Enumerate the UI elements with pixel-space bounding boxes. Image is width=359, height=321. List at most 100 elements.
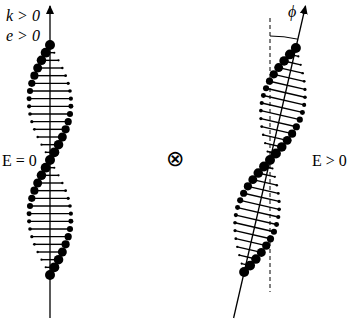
- molecule-end: [288, 130, 296, 138]
- molecule-bar: [262, 103, 303, 112]
- molecule-end: [58, 248, 67, 257]
- molecule-end: [68, 104, 73, 109]
- molecule-bar: [30, 228, 70, 229]
- molecule-bar: [261, 111, 300, 120]
- molecule-bar: [30, 205, 70, 206]
- molecule-bar: [240, 200, 279, 209]
- molecule-bar: [34, 129, 65, 130]
- molecule-end: [277, 192, 280, 195]
- molecule-end: [27, 88, 33, 94]
- molecule-bar: [244, 193, 279, 201]
- molecule-end: [28, 112, 32, 116]
- molecule-end: [303, 95, 307, 99]
- molecule-end: [261, 93, 266, 98]
- molecule-end: [27, 211, 32, 216]
- molecule-end: [271, 229, 277, 235]
- molecule-end: [260, 101, 264, 105]
- molecule-bar: [29, 98, 71, 99]
- molecule-end: [67, 82, 70, 85]
- molecule-end: [234, 213, 238, 217]
- molecule-end: [40, 144, 42, 146]
- molecule-end: [303, 88, 306, 91]
- molecule-end: [61, 182, 63, 184]
- molecule-end: [69, 97, 73, 101]
- molecule-end: [266, 78, 273, 85]
- molecule-end: [68, 89, 72, 93]
- molecule-end: [40, 259, 42, 261]
- molecule-bar: [235, 223, 274, 232]
- molecule-end: [260, 125, 263, 128]
- molecule-end: [274, 222, 279, 227]
- molecule-bar: [263, 96, 304, 105]
- molecule-end: [262, 242, 270, 250]
- molecule-end: [302, 103, 306, 107]
- molecule-end: [68, 204, 72, 208]
- molecule-end: [240, 190, 247, 197]
- molecule-end: [67, 226, 73, 232]
- molecule-bar: [274, 74, 304, 81]
- molecule-end: [64, 74, 67, 77]
- molecule-end: [69, 212, 73, 216]
- molecule-bar: [34, 190, 65, 191]
- molecule-end: [237, 197, 243, 203]
- parameter-label: e > 0: [6, 28, 40, 44]
- molecule-end: [30, 235, 33, 238]
- molecule-bar: [32, 198, 68, 199]
- molecule-end: [266, 151, 268, 153]
- molecule-bar: [270, 81, 305, 89]
- molecule-bar: [32, 121, 68, 122]
- molecule-end: [267, 235, 274, 242]
- molecule-end: [274, 176, 276, 178]
- molecule-end: [53, 167, 55, 169]
- molecule-end: [259, 117, 262, 120]
- molecule-end: [264, 142, 266, 144]
- molecule-end: [57, 59, 59, 61]
- molecule-bar: [32, 83, 68, 84]
- molecule-end: [62, 240, 70, 248]
- angle-arc: [270, 36, 298, 39]
- molecule-bar: [30, 113, 70, 114]
- molecule-end: [62, 125, 70, 133]
- molecule-end: [233, 229, 236, 232]
- molecule-end: [238, 254, 240, 256]
- molecule-end: [236, 246, 238, 248]
- molecule-end: [45, 151, 47, 153]
- molecule-end: [30, 120, 33, 123]
- molecule-end: [33, 243, 36, 246]
- molecule-end: [61, 67, 63, 69]
- parameter-label: k > 0: [6, 8, 40, 24]
- molecule-end: [293, 123, 300, 130]
- molecule-end: [297, 55, 299, 57]
- molecule-bar: [238, 208, 279, 217]
- molecule-end: [33, 128, 36, 131]
- molecule-end: [36, 136, 38, 138]
- molecule-bar: [29, 221, 71, 222]
- molecule-end: [27, 104, 31, 108]
- molecule-end: [27, 219, 31, 223]
- molecule-end: [301, 72, 303, 74]
- molecule-end: [45, 40, 55, 50]
- molecule-helix: [27, 40, 307, 280]
- molecule-end: [28, 80, 35, 87]
- molecule-end: [234, 237, 237, 240]
- tilted-axis: [234, 6, 306, 318]
- molecule-end: [65, 233, 72, 240]
- molecule-end: [300, 110, 305, 115]
- molecule-end: [53, 52, 55, 54]
- molecule-end: [65, 118, 72, 125]
- molecule-bar: [29, 106, 71, 107]
- molecule-end: [27, 203, 33, 209]
- molecule-bar: [236, 215, 277, 224]
- molecule-end: [27, 96, 32, 101]
- molecule-end: [57, 174, 59, 176]
- field-label: E = 0: [2, 153, 37, 169]
- molecule-end: [300, 64, 302, 66]
- molecule-end: [68, 219, 73, 224]
- molecule-end: [30, 187, 38, 195]
- molecule-end: [67, 111, 73, 117]
- field-label: E > 0: [312, 153, 347, 169]
- molecule-end: [45, 266, 47, 268]
- molecule-end: [303, 80, 306, 83]
- molecule-end: [28, 195, 35, 202]
- molecule-bar: [30, 90, 70, 91]
